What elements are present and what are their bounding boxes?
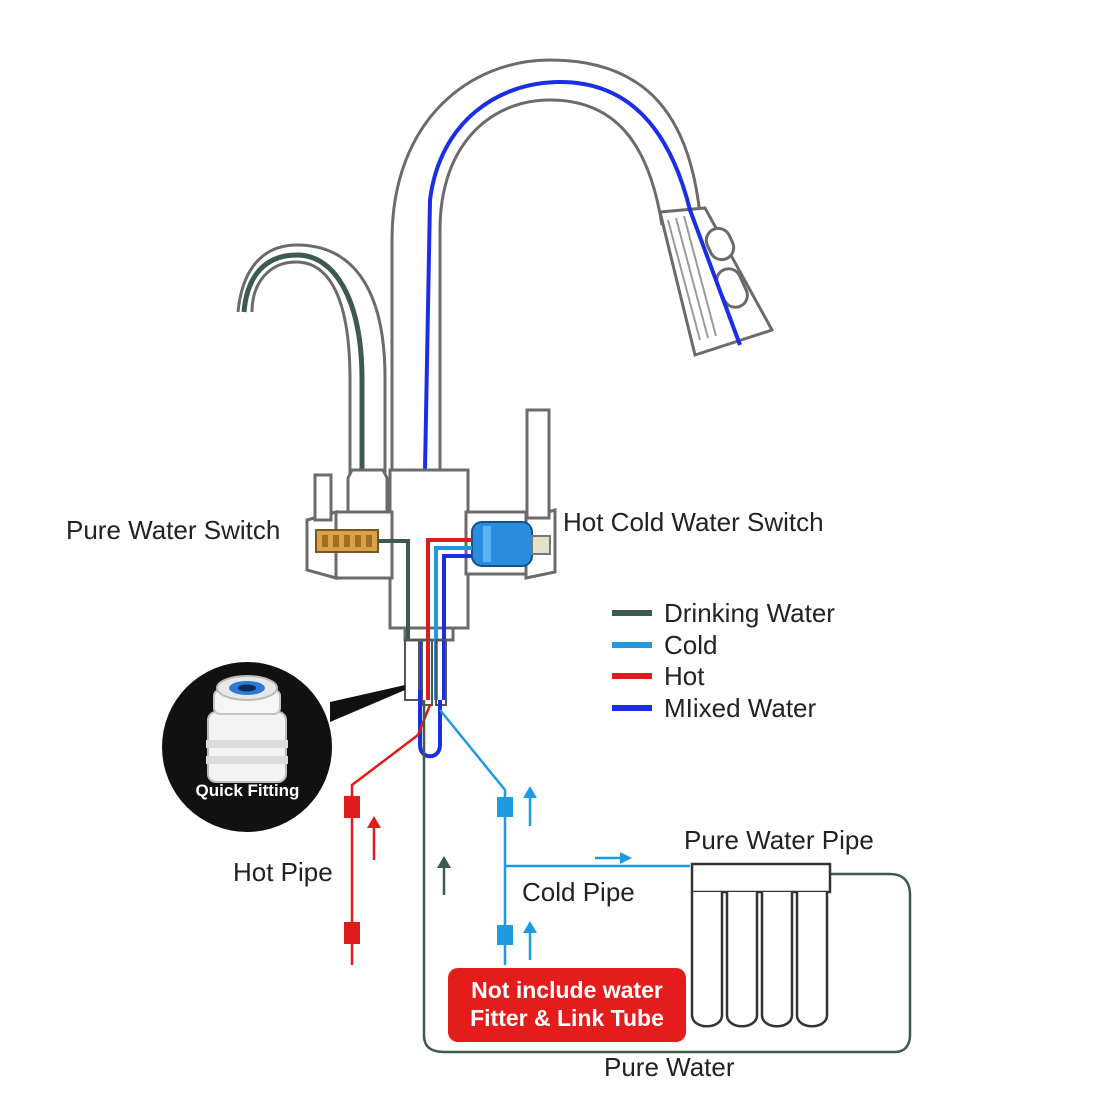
quick-fitting-callout: [162, 662, 405, 832]
filter-unit: [690, 862, 832, 1028]
hot-pipe-label: Hot Pipe: [233, 857, 333, 887]
pure-water-valve: [315, 529, 410, 640]
hot-cold-water-switch-label: Hot Cold Water Switch: [563, 507, 824, 537]
legend-label: Drinking Water: [664, 598, 835, 628]
legend-swatch-mixed: [612, 704, 652, 711]
notice-line-2: Fitter & Link Tube: [470, 1005, 664, 1031]
not-included-notice: Not include water Fitter & Link Tube: [448, 968, 686, 1042]
pure-water-label: Pure Water: [604, 1052, 735, 1082]
pure-water-pipe-label: Pure Water Pipe: [684, 825, 874, 855]
cold-pipe-line: [439, 709, 690, 965]
mixed-loop: [418, 690, 442, 759]
quick-fitting-icon: [206, 675, 288, 783]
hot-pipe-line: [344, 704, 432, 965]
notice-line-1: Not include water: [471, 977, 663, 1003]
drinking-spout: [236, 243, 387, 475]
cold-pipe-label: Cold Pipe: [522, 877, 635, 907]
legend-swatch-cold: [612, 641, 652, 648]
flex-hoses: [404, 639, 447, 706]
legend-swatch-drinking: [612, 610, 652, 616]
legend-label: Hot: [664, 661, 705, 691]
faucet-body: [305, 408, 557, 642]
pure-water-line: [422, 700, 912, 1054]
mixed-water-line: [418, 79, 742, 690]
legend-label: Cold: [664, 629, 718, 660]
quick-fitting-label: Quick Fitting: [195, 781, 300, 800]
legend-label: MIixed Water: [664, 692, 817, 723]
main-spout: [390, 58, 702, 475]
legend-swatch-hot: [612, 673, 652, 679]
pure-water-switch-label: Pure Water Switch: [66, 515, 281, 545]
